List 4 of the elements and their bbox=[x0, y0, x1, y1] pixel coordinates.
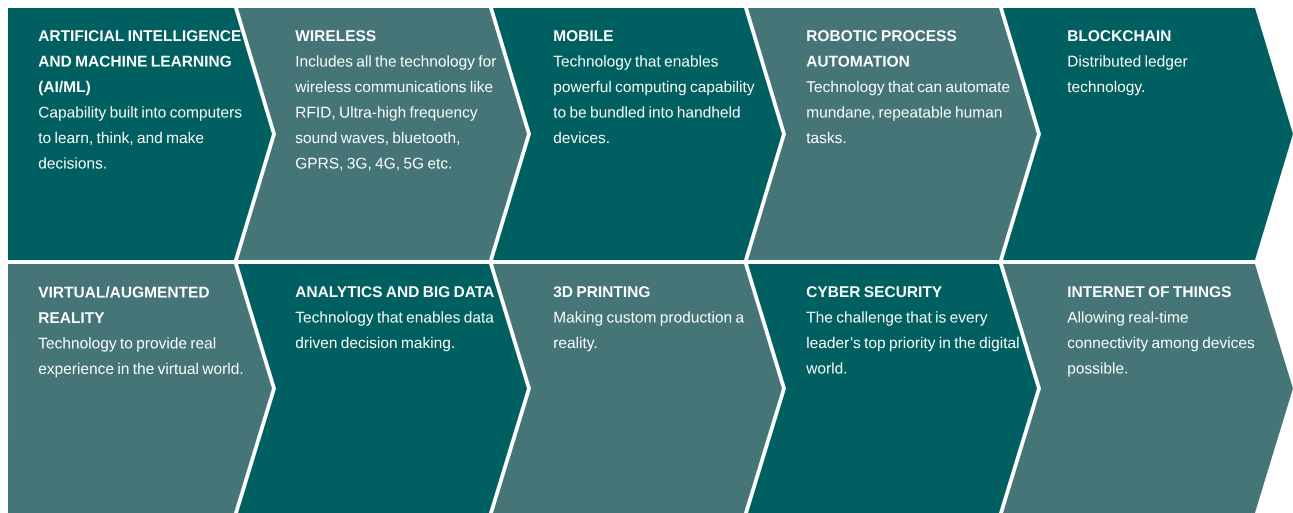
chevron-box: CYBER SECURITY The challenge that is every leader’s top priority in the digital world. bbox=[748, 264, 1037, 513]
chevron-box: 3D PRINTING Making custom production a reality. bbox=[493, 264, 782, 513]
chevron-box: ARTIFICIAL INTELLIGENCE AND MACHINE LEARNING (AI/ML) Capability built into computers to learn, think, and make decisions. bbox=[8, 8, 272, 260]
chevron-box: VIRTUAL/AUGMENTED REALITY Technology to provide real experience in the virtual world. bbox=[8, 264, 272, 513]
